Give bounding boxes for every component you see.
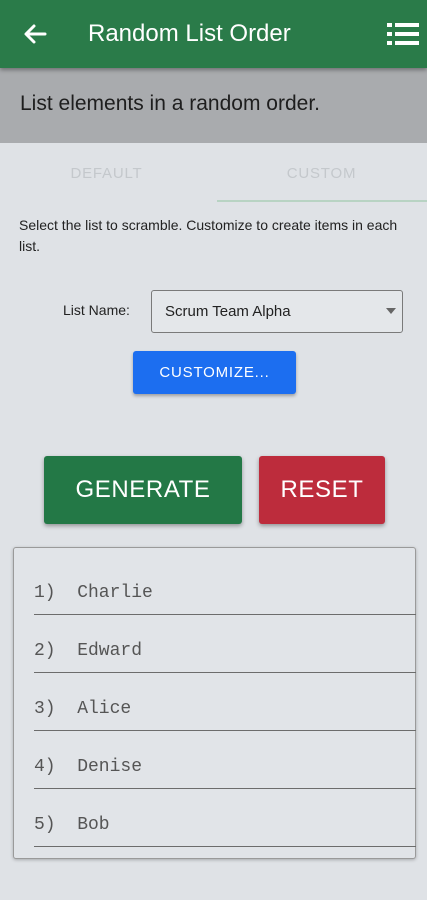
list-name-label: List Name: (63, 302, 130, 318)
list-name-value: Scrum Team Alpha (165, 303, 291, 320)
list-name-select[interactable]: Scrum Team Alpha (151, 290, 403, 333)
menu-button[interactable] (386, 18, 420, 50)
subtitle-banner: List elements in a random order. (0, 68, 427, 143)
generate-button[interactable]: GENERATE (44, 456, 242, 524)
list-item-text: 5) Bob (34, 815, 110, 835)
list-item-text: 2) Edward (34, 641, 143, 661)
list-item: 2) Edward (34, 615, 416, 673)
back-button[interactable] (20, 20, 50, 48)
reset-button[interactable]: RESET (259, 456, 385, 524)
list-item: 5) Bob (34, 789, 416, 847)
results-panel: 1) Charlie 2) Edward 3) Alice 4) Denise … (13, 547, 416, 859)
list-item-text: 1) Charlie (34, 583, 153, 603)
app-title: Random List Order (88, 20, 291, 47)
list-item: 3) Alice (34, 673, 416, 731)
tab-indicator (217, 200, 427, 202)
app-bar: Random List Order (0, 0, 427, 68)
list-menu-icon (387, 23, 419, 45)
list-item: 1) Charlie (34, 557, 416, 615)
dropdown-arrow-icon (386, 308, 396, 314)
list-item: 4) Denise (34, 731, 416, 789)
page-subtitle: List elements in a random order. (20, 92, 320, 115)
instructions-text: Select the list to scramble. Customize t… (19, 217, 398, 254)
tab-default[interactable]: DEFAULT (70, 164, 143, 182)
arrow-left-icon (24, 24, 47, 44)
customize-button[interactable]: CUSTOMIZE... (133, 351, 296, 394)
list-item-text: 4) Denise (34, 757, 143, 777)
list-item-text: 3) Alice (34, 699, 132, 719)
tab-bar: DEFAULT CUSTOM (0, 143, 427, 203)
tab-custom[interactable]: CUSTOM (286, 164, 357, 182)
